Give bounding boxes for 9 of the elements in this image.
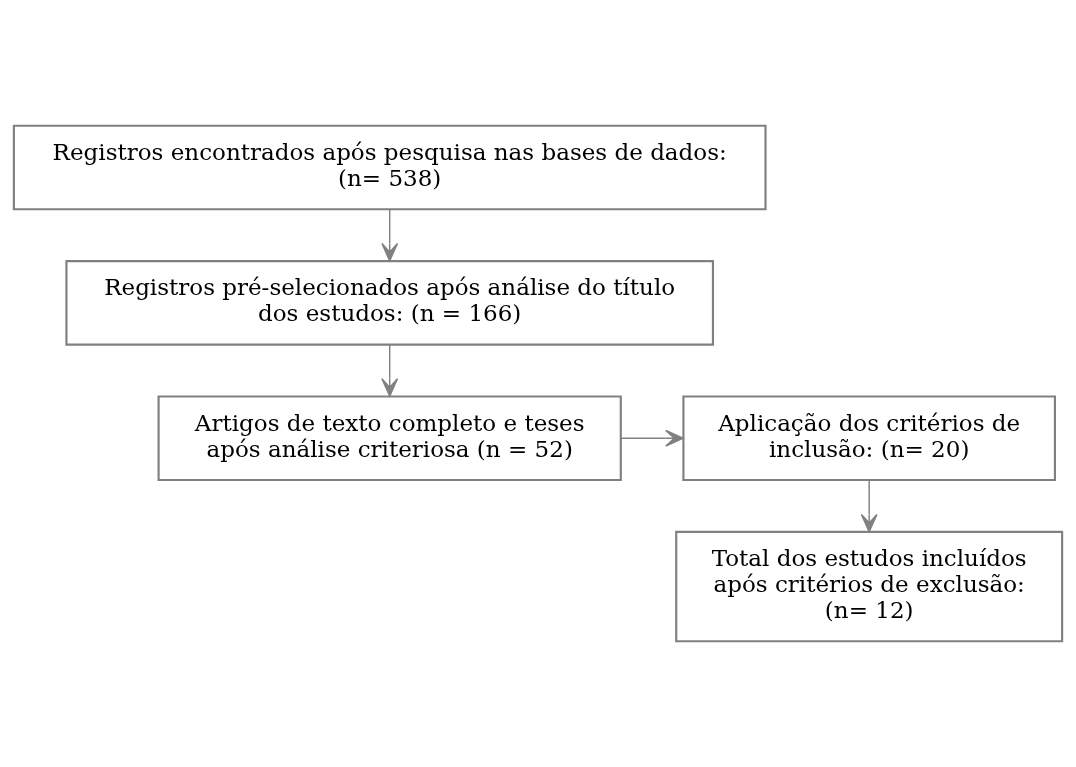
arrow: [860, 479, 878, 533]
node-box: Registros pré-selecionados após análise do título dos estudos: (n = 166): [65, 260, 715, 346]
node-box: Aplicação dos critérios de inclusão: (n= 20): [682, 395, 1056, 482]
node-box: Registros encontrados após pesquisa nas bases de dados: (n= 538): [12, 124, 767, 211]
node-box: Artigos de texto completo e teses após análise criteriosa (n = 52): [157, 395, 622, 482]
arrow: [381, 344, 399, 397]
arrow: [620, 429, 684, 447]
arrow: [381, 208, 399, 262]
node-box: Total dos estudos incluídos após critérios de exclusão: (n= 12): [675, 530, 1064, 643]
